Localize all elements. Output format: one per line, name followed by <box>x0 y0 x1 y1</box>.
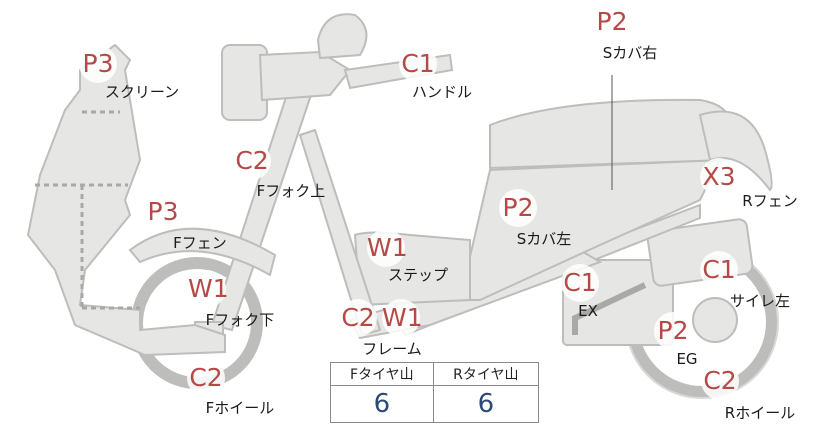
screen-shape <box>26 43 226 357</box>
rear-fender-label: Rフェン <box>742 192 798 210</box>
exhaust-code: C1 <box>561 264 599 302</box>
handle-label: ハンドル <box>411 83 473 101</box>
rear-fender-code: X3 <box>700 158 738 196</box>
rear-wheel-label: Rホイール <box>724 404 796 422</box>
muffler-left-label: サイレ左 <box>729 292 791 310</box>
front-tread-value: 6 <box>330 385 434 423</box>
front-fork-upper-code: C2 <box>233 142 271 180</box>
engine-code: P2 <box>654 312 692 350</box>
mirror-shape <box>316 13 368 60</box>
cover-left-code: P2 <box>499 189 537 227</box>
screen-code: P3 <box>79 45 117 83</box>
exhaust-pipe-shape <box>572 282 647 335</box>
cover-right-code: P2 <box>593 3 631 41</box>
exhaust-label: EX <box>578 302 598 320</box>
step-code: W1 <box>367 229 408 267</box>
front-wheel-label: Fホイール <box>205 399 275 417</box>
muffler-left-code: C1 <box>700 251 738 289</box>
front-fender-label: Fフェン <box>173 234 227 252</box>
front-wheel-code: C2 <box>187 359 225 397</box>
handle-code: C1 <box>399 45 437 83</box>
rear-tread-value: 6 <box>432 385 540 423</box>
front-fender-code: P3 <box>144 193 182 231</box>
handle-bar-shape <box>258 50 352 102</box>
engine-hub-shape <box>692 297 738 343</box>
cover-left-label: Sカバ左 <box>516 230 572 248</box>
front-fork-lower-label: Fフォク下 <box>205 311 275 329</box>
rear-wheel-code: C2 <box>701 362 739 400</box>
cover-right-label: Sカバ右 <box>602 44 658 62</box>
tire-tread-table: Fタイヤ山 Rタイヤ山 6 6 <box>330 362 540 423</box>
front-fender-shape <box>128 227 277 277</box>
engine-label: EG <box>676 350 698 368</box>
front-fork-lower-code: W1 <box>188 270 229 308</box>
screen-label: スクリーン <box>104 83 180 101</box>
frame-label: フレーム <box>362 340 422 358</box>
frame-code-secondary: W1 <box>382 299 423 337</box>
front-tread-header: Fタイヤ山 <box>330 362 434 386</box>
step-label: ステップ <box>387 266 449 284</box>
front-fork-upper-label: Fフォク上 <box>256 182 326 200</box>
frame-code: C2 <box>339 299 377 337</box>
down-tube-shape <box>298 128 382 337</box>
seat-shape <box>489 98 732 170</box>
rear-tread-header: Rタイヤ山 <box>432 362 540 386</box>
rear-fender-shape <box>698 110 773 192</box>
